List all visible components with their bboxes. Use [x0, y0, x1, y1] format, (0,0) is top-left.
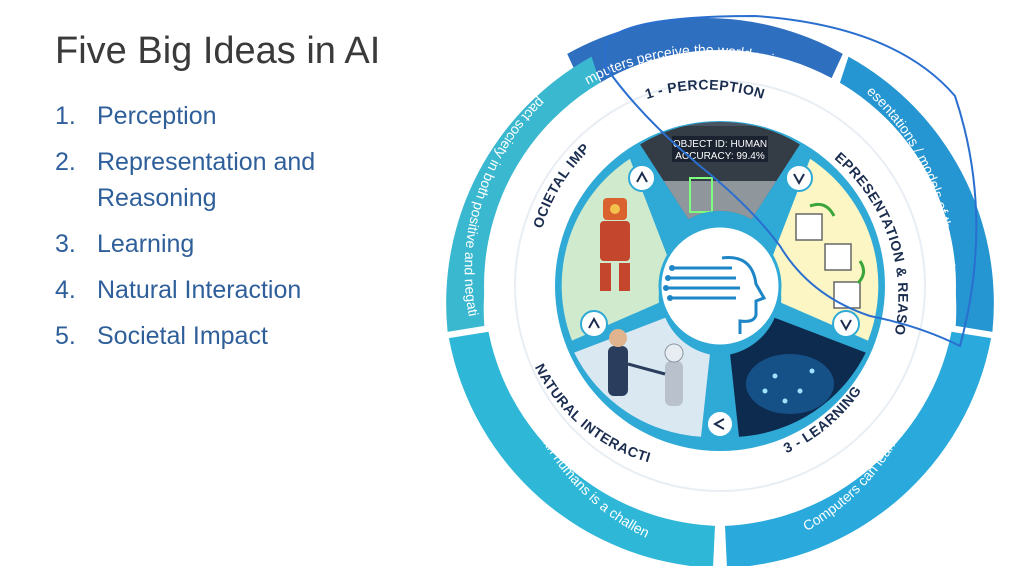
- list-item: 2. Representation and Reasoning: [55, 144, 385, 216]
- list-item: 5. Societal Impact: [55, 318, 385, 354]
- list-item: 4. Natural Interaction: [55, 272, 385, 308]
- list-text: Perception: [97, 102, 217, 130]
- list-number: 2.: [55, 148, 76, 176]
- list-number: 4.: [55, 276, 76, 304]
- five-big-ideas-wheel: Computers perceive the world using senso…: [440, 6, 994, 566]
- chevron-icon: [793, 173, 805, 186]
- human-robot-handshake-icon: [608, 329, 684, 406]
- list-item: 3. Learning: [55, 226, 385, 262]
- list-text: Natural Interaction: [97, 276, 302, 304]
- band-divider: [514, 80, 926, 492]
- outer-segment-natural-interaction: [448, 331, 715, 566]
- inner-illustrations: [600, 198, 865, 414]
- list-text: Learning: [97, 230, 195, 258]
- chevron-icon: [588, 316, 600, 329]
- outer-segment-learning: [725, 331, 992, 566]
- hub-circle: [658, 224, 782, 348]
- chevron-icon: [840, 319, 852, 332]
- list-number: 1.: [55, 102, 76, 130]
- chevron-icon: [712, 418, 725, 430]
- list-text: Representation and Reasoning: [97, 148, 316, 212]
- slide-title: Five Big Ideas in AI: [55, 30, 381, 72]
- big-ideas-list: 1. Perception 2. Representation and Reas…: [55, 98, 385, 364]
- cube-icon: [795, 202, 865, 309]
- id-label-line2: ACCURACY: 99.4%: [675, 151, 765, 162]
- arrow-badge: [832, 310, 860, 338]
- arrow-badge: [628, 164, 656, 192]
- id-label-bg: [672, 136, 768, 162]
- arrow-badge: [785, 164, 813, 192]
- arrow-badge: [706, 410, 734, 438]
- id-label-line1: OBJECT ID: HUMAN: [673, 139, 767, 150]
- list-number: 5.: [55, 322, 76, 350]
- list-item: 1. Perception: [55, 98, 385, 134]
- arrow-badge: [580, 310, 608, 338]
- robot-figure-icon: [600, 198, 630, 291]
- chevron-icon: [636, 170, 648, 183]
- head-circuit-icon: [663, 256, 767, 334]
- list-text: Societal Impact: [97, 322, 268, 350]
- list-number: 3.: [55, 230, 76, 258]
- detection-box: [689, 177, 713, 213]
- hub: [658, 224, 782, 348]
- connector-arrows: [580, 164, 860, 438]
- hand-drawn-annotation: [604, 15, 978, 347]
- brain-network-icon: [746, 354, 834, 414]
